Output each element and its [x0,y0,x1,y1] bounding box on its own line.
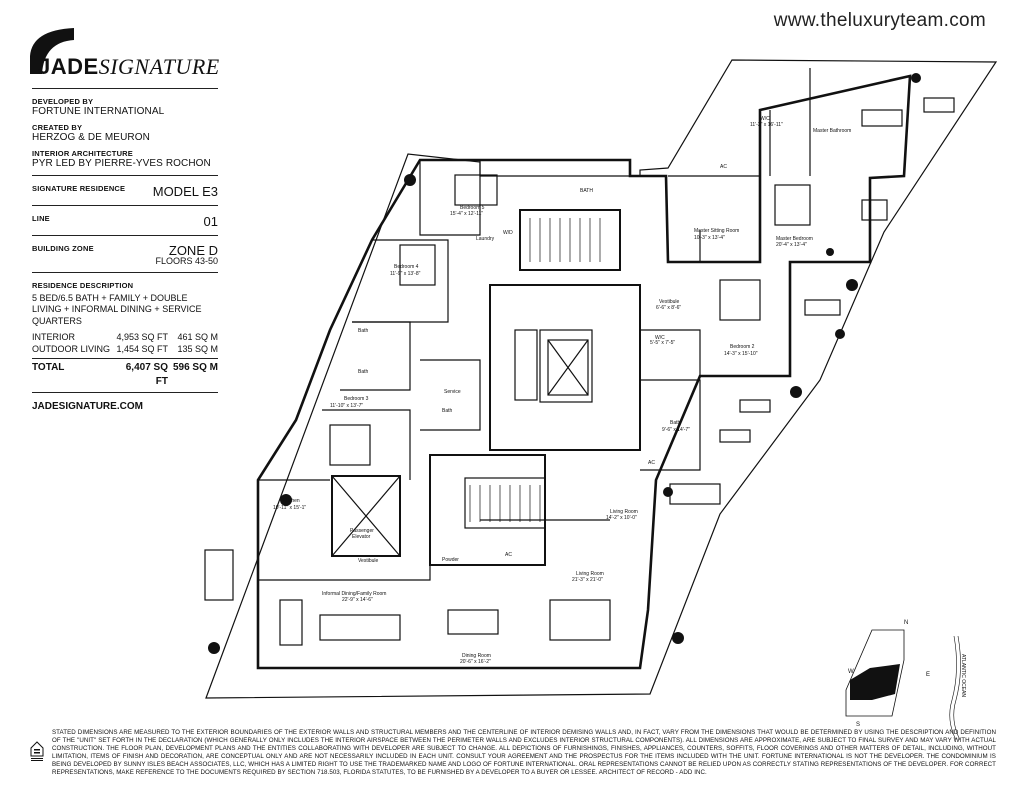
room-label-wd: W/D [503,230,513,236]
room-label-bath-b4: Bath [358,328,369,334]
compass-key [845,629,961,741]
room-dim-master-bedroom: 20'-4" x 13'-4" [776,242,807,248]
room-label-kitchen: Kitchen [283,498,300,504]
room-label-master-sitting: Master Sitting Room [694,228,739,234]
room-dim-wic-b2: 5'-5" x 7'-5" [650,340,675,346]
room-dim-master-sitting: 10'-3" x 13'-4" [694,235,725,241]
room-dim-kitchen: 10'-11" x 15'-1" [273,505,306,511]
jade-logo-mark [30,28,74,74]
room-label-wic-master: W/C [760,116,770,122]
interior-envelope [256,74,912,670]
line-value: 01 [203,214,218,229]
room-label-bedroom5: Bedroom 5 [460,205,485,211]
equal-housing-icon [30,741,44,761]
developed-by-value: FORTUNE INTERNATIONAL [32,106,165,117]
interior-architecture-label: INTERIOR ARCHITECTURE [32,149,134,158]
room-dim-bedroom5: 15'-4" x 12'-11" [450,211,483,217]
compass-w: W [848,669,854,675]
residence-description: 5 BED/6.5 BATH + FAMILY + DOUBLE LIVING … [32,293,202,326]
room-label-ac3: AC [505,552,512,558]
room-dim-informal-dining: 22'-9" x 14'-6" [342,597,373,603]
compass-e: E [926,672,930,678]
room-label-powder: Powder [442,557,459,563]
jade-signature-logo: JADESIGNATURE [38,54,220,79]
room-label-informal-dining: Informal Dining/Family Room [322,591,386,597]
legal-disclaimer: STATED DIMENSIONS ARE MEASURED TO THE EX… [52,729,996,776]
terrace-outline [205,59,998,699]
room-dim-vestibule-top: 6'-6" x 8'-6" [656,305,681,311]
signature-residence-label: SIGNATURE RESIDENCE [32,184,126,193]
room-label-ac1: AC [720,164,727,170]
room-label-service-bath: Bath [442,408,453,414]
created-by-label: CREATED BY [32,123,83,132]
line-label: LINE [32,214,50,223]
room-label-dining-room: Dining Room [462,653,491,659]
room-label-bedroom4: Bedroom 4 [394,264,419,270]
room-label-master-bathroom: Master Bathroom [813,128,851,134]
room-label-bath-top: BATH [580,188,593,194]
room-label-living-room1: Living Room [610,509,638,515]
residence-description-label: RESIDENCE DESCRIPTION [32,281,134,290]
room-label-service: Service [444,389,461,395]
room-label-laundry: Laundry [476,236,495,242]
model-row: SIGNATURE RESIDENCE MODEL E3 [32,184,218,199]
room-dim-bedroom4: 11'-9" x 13'-8" [390,271,421,277]
room-label-living-room2: Living Room [576,571,604,577]
room-label-passenger: Passenger [350,528,374,534]
room-label-wic-b2: W/C [655,335,665,341]
room-label-vestibule-low: Vestibule [358,558,379,564]
room-dim-bedroom3: 11'-10" x 13'-7" [330,403,363,409]
atlantic-ocean-label: ATLANTIC OCEAN [960,654,966,697]
room-label-vestibule-top: Vestibule [659,299,680,305]
room-label-master-bedroom: Master Bedroom [776,236,813,242]
room-dim-living-room2: 21'-3" x 21'-0" [572,577,603,583]
building-zone-label: BUILDING ZONE [32,244,94,253]
room-label-bath-b2: Bath [670,420,681,426]
developed-by-label: DEVELOPED BY [32,97,94,106]
line-row: LINE 01 [32,214,218,229]
room-label-bedroom2: Bedroom 2 [730,344,755,350]
floors-value: FLOORS 43-50 [155,256,218,266]
room-dim-wic-master: 11'-3" x 16'-11" [750,122,783,128]
jade-website-link[interactable]: JADESIGNATURE.COM [32,401,143,413]
info-panel: DEVELOPED BY FORTUNE INTERNATIONAL CREAT… [32,88,218,412]
created-by-value: HERZOG & DE MEURON [32,132,150,143]
room-label-elevator: Elevator [352,534,371,540]
room-label-bath-b3: Bath [358,369,369,375]
room-dim-bath-b2: 9'-6" x 14'-7" [662,427,690,433]
compass-n: N [904,620,908,626]
room-label-bedroom3: Bedroom 3 [344,396,369,402]
interior-architecture-value: PYR LED BY PIERRE-YVES ROCHON [32,158,211,169]
room-label-ac2: AC [648,460,655,466]
room-dim-living-room1: 14'-2" x 10'-0" [606,515,637,521]
compass-s: S [856,722,860,728]
room-dim-bedroom2: 14'-3" x 15'-10" [724,351,758,357]
website-header: www.theluxuryteam.com [773,10,986,31]
model-value: MODEL E3 [152,184,218,199]
zone-value: ZONE D [168,243,218,258]
room-dim-dining-room: 20'-6" x 16'-2" [460,659,491,665]
